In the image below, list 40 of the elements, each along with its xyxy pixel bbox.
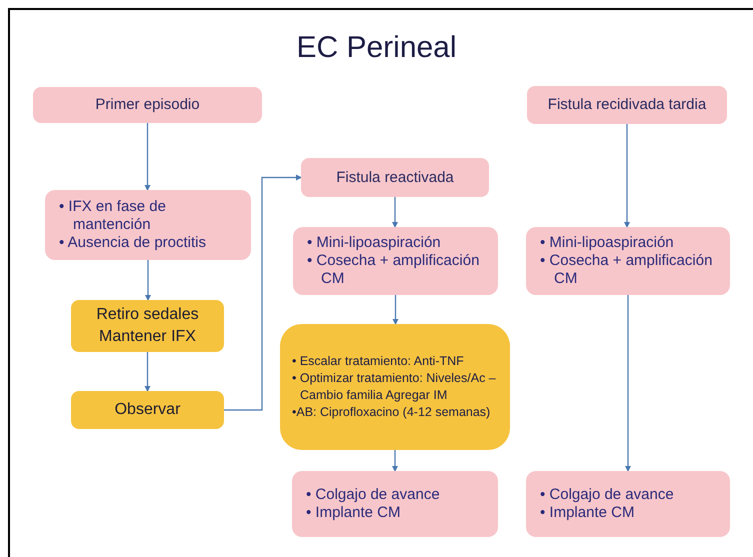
arrow (144, 123, 150, 191)
title: EC Perineal (295, 30, 458, 66)
process-box (293, 227, 498, 295)
list-item: • Implante CM (540, 504, 636, 522)
list-item: •AB: Ciprofloxacino (4-12 semanas) (292, 404, 492, 421)
list-item: • Implante CM (306, 504, 402, 522)
box-text: Mantener IFX (99, 327, 196, 347)
process-box (301, 158, 489, 197)
process-box (71, 300, 224, 352)
box-text: Fistula recidivada tardia (548, 95, 706, 115)
list-item: • IFX en fase de mantención (59, 198, 167, 234)
process-box (527, 86, 727, 124)
list-item: • Mini-lipoaspiración (307, 234, 442, 252)
box-text: Primer episodio (95, 95, 200, 115)
list-item: • Mini-lipoaspiración (540, 234, 675, 252)
box-text: Fistula reactivada (336, 168, 454, 188)
arrow (392, 450, 398, 472)
process-box (526, 471, 730, 537)
list-item: • Cosecha + amplificación CM (307, 252, 480, 288)
list-item: • Colgajo de avance (306, 486, 440, 504)
process-box (33, 87, 262, 123)
process-box (45, 190, 251, 260)
list-item: • Cosecha + amplificación CM (540, 252, 714, 288)
list-item: • Colgajo de avance (540, 486, 674, 504)
treatment-box (280, 324, 510, 450)
process-box (71, 391, 224, 429)
list-item: • Escalar tratamiento: Anti-TNF (292, 353, 465, 370)
arrow (624, 124, 630, 228)
box-text: Observar (114, 400, 180, 420)
list-item: • Ausencia de proctitis (59, 234, 207, 252)
arrow (392, 197, 398, 228)
list-item: • Optimizar tratamiento: Niveles/Ac – Cambio familia Agregar IM (292, 370, 497, 404)
box-text: Retiro sedales (96, 305, 199, 325)
process-box (526, 227, 730, 295)
arrow (224, 174, 302, 411)
arrow (625, 295, 631, 472)
arrow (144, 352, 150, 392)
arrow (145, 260, 151, 301)
process-box (292, 471, 498, 537)
arrow (392, 295, 398, 325)
